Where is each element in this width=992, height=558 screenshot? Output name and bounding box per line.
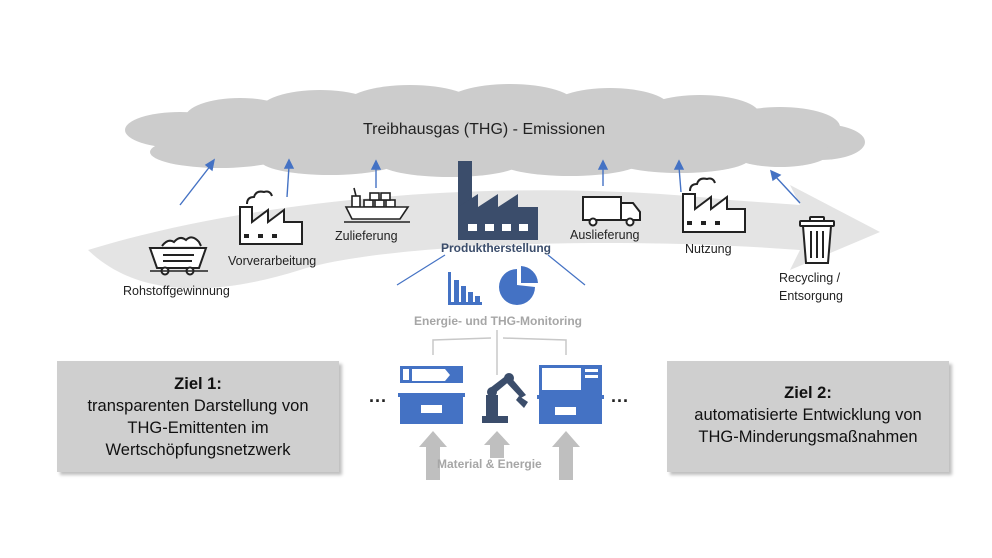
mine-cart-icon	[148, 236, 208, 276]
pie-chart-icon	[499, 266, 538, 305]
monitoring-label: Energie- und THG-Monitoring	[414, 314, 582, 328]
ship-icon	[344, 187, 410, 223]
stage-label-vorarbeitung: Vorverarbeitung	[228, 254, 317, 268]
material-energy-label: Material & Energie	[437, 457, 542, 471]
ellipsis-right: ...	[611, 386, 630, 406]
goal-2-box: Ziel 2: automatisierte Entwicklung von T…	[667, 361, 949, 472]
bar-chart-icon	[448, 272, 482, 305]
ellipsis-left: ...	[369, 386, 388, 406]
factory-icon	[239, 190, 303, 245]
trash-icon	[799, 216, 835, 264]
truck-icon	[582, 196, 641, 227]
monitor-machine-icon	[537, 365, 604, 424]
emissions-cloud	[125, 84, 865, 177]
robot-arm-icon	[482, 373, 528, 423]
cloud-title: Treibhausgas (THG) - Emissionen	[363, 121, 606, 138]
machine-icon	[398, 366, 465, 424]
stage-label-zulieferung: Zulieferung	[335, 229, 398, 243]
goal-1-line-1: transparenten Darstellung von	[87, 397, 309, 415]
stage-label-produkt: Produktherstellung	[441, 241, 552, 255]
goal-2-title: Ziel 2:	[784, 384, 832, 402]
goal-2-line-1: automatisierte Entwicklung von	[694, 406, 922, 424]
material-energy-arrows	[419, 431, 580, 480]
machine-connectors	[432, 330, 567, 375]
goal-1-line-3: Wertschöpfungsnetzwerk	[105, 441, 291, 459]
emission-arrows	[179, 158, 801, 206]
goal-2-line-2: THG-Minderungsmaßnahmen	[698, 428, 918, 446]
goal-1-line-2: THG-Emittenten im	[127, 419, 269, 437]
stage-label-recycling-2: Entsorgung	[779, 289, 843, 303]
big-factory-icon	[458, 161, 538, 240]
stage-label-recycling-1: Recycling /	[779, 271, 841, 285]
goal-1-title: Ziel 1:	[174, 375, 222, 393]
stage-label-nutzung: Nutzung	[685, 242, 732, 256]
monitoring-connectors	[396, 254, 586, 286]
stage-label-auslieferung: Auslieferung	[570, 228, 640, 242]
goal-1-box: Ziel 1: transparenten Darstellung von TH…	[57, 361, 339, 472]
stage-label-rohstoff: Rohstoffgewinnung	[123, 284, 230, 298]
factory-icon	[682, 177, 746, 233]
